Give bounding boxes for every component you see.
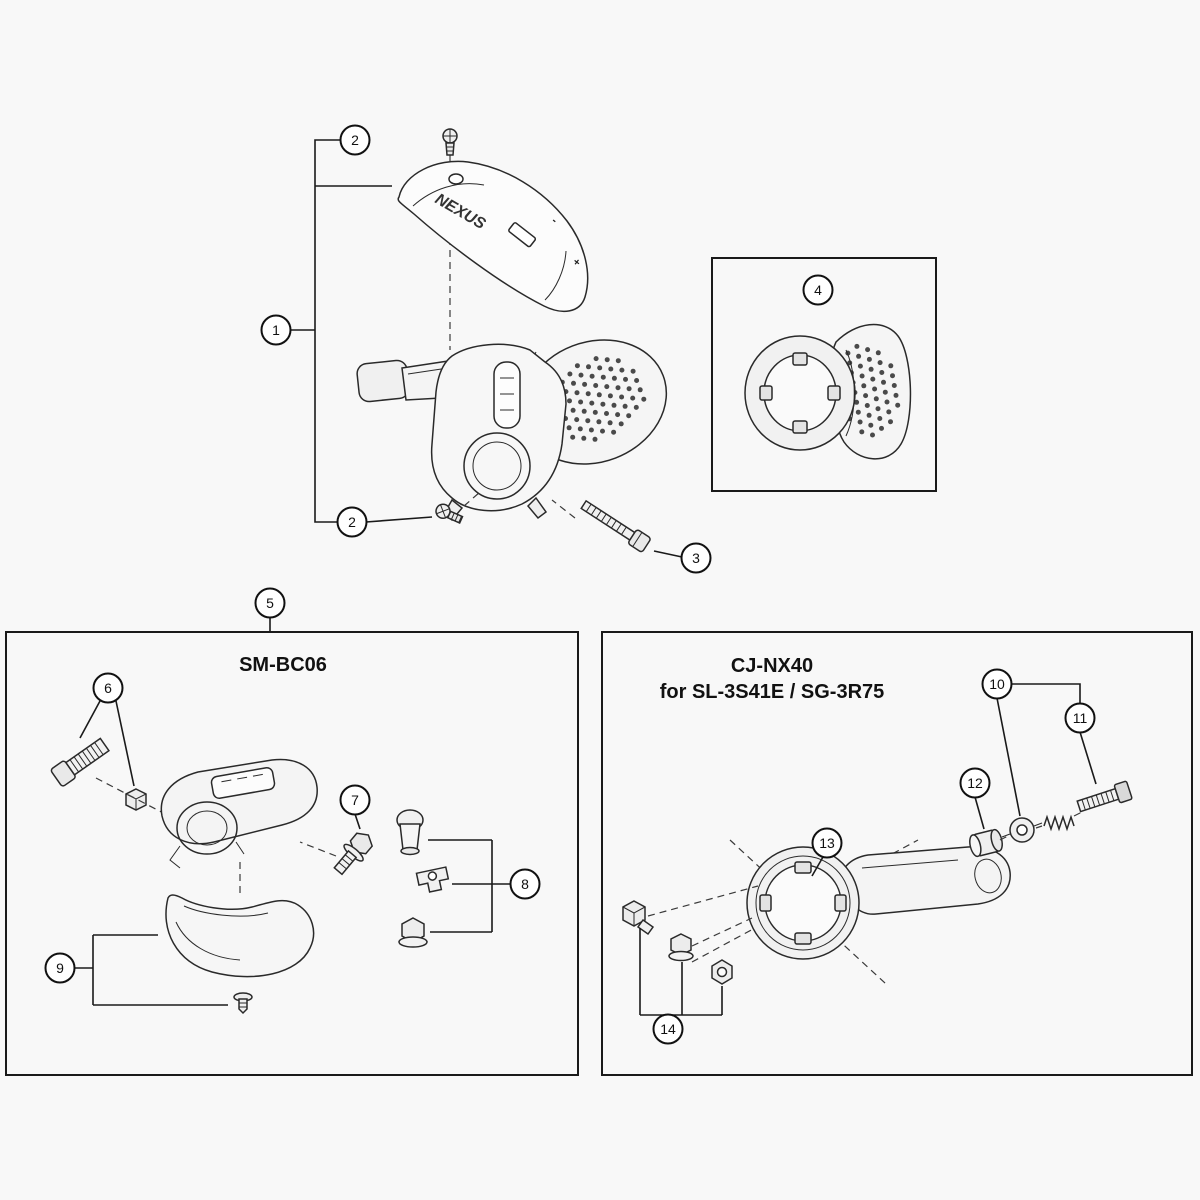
callout-14: 14 bbox=[652, 1013, 684, 1045]
flange-nut bbox=[398, 917, 428, 948]
joint-arm bbox=[840, 846, 1011, 915]
callout-4: 4 bbox=[802, 274, 834, 306]
cover-screw bbox=[233, 992, 253, 1015]
callout-1-2-bracket bbox=[291, 139, 392, 523]
callout-8: 8 bbox=[509, 868, 541, 900]
callout-6-bracket bbox=[79, 700, 135, 787]
callout-13-leader bbox=[811, 856, 824, 877]
callout-8-bracket bbox=[428, 839, 510, 933]
bell-crank-body bbox=[160, 758, 318, 869]
callout-7-leader bbox=[354, 813, 361, 830]
callout-9: 9 bbox=[44, 952, 76, 984]
svg-text:8: 8 bbox=[521, 876, 529, 892]
svg-text:12: 12 bbox=[967, 775, 983, 791]
adjusting-rod bbox=[1076, 780, 1133, 813]
callout-9-bracket bbox=[74, 934, 228, 1006]
fixing-screw-top bbox=[442, 128, 458, 156]
svg-text:7: 7 bbox=[351, 792, 359, 808]
callout-14-bracket bbox=[639, 928, 723, 1016]
clamp-fixing-bolt bbox=[333, 832, 374, 876]
shifter-cover: NEXUS - + bbox=[397, 160, 589, 313]
callout-2b-leader bbox=[365, 516, 433, 523]
callout-3: 3 bbox=[680, 542, 712, 574]
svg-text:3: 3 bbox=[692, 550, 700, 566]
sm-bc06-section: SM-BC06 bbox=[5, 617, 579, 1076]
callout-12-leader bbox=[974, 796, 985, 830]
sm-bc06-box bbox=[5, 631, 579, 1076]
callout-1: 1 bbox=[260, 314, 292, 346]
clamp-bolt bbox=[580, 499, 651, 553]
callout-12: 12 bbox=[959, 767, 991, 799]
joint-pulley bbox=[1001, 817, 1043, 843]
ring-axis-lines bbox=[691, 839, 919, 985]
callout-2-top: 2 bbox=[339, 124, 371, 156]
top-assembly: NEXUS - + bbox=[291, 128, 683, 558]
svg-text:1: 1 bbox=[272, 322, 280, 338]
svg-text:11: 11 bbox=[1073, 710, 1088, 726]
cassette-joint-ring bbox=[746, 846, 860, 960]
right-box-title-line1: CJ-NX40 bbox=[731, 655, 813, 677]
flange-nut-right bbox=[668, 933, 694, 962]
svg-text:10: 10 bbox=[989, 676, 1005, 692]
adjuster-barrel bbox=[50, 737, 110, 787]
callout-10-11-bracket bbox=[996, 683, 1097, 817]
callout-13: 13 bbox=[811, 827, 843, 859]
svg-text:6: 6 bbox=[104, 680, 112, 696]
adjuster-axis-line bbox=[95, 777, 197, 831]
gear-indicator-window bbox=[493, 361, 521, 429]
spring bbox=[1043, 814, 1075, 832]
hex-nut-right bbox=[711, 959, 733, 985]
svg-text:13: 13 bbox=[819, 835, 835, 851]
callouts: 1 2 2 3 4 5 6 7 8 9 10 11 12 13 14 bbox=[44, 124, 1096, 1045]
spare-grip-section bbox=[711, 257, 937, 492]
svg-text:2: 2 bbox=[351, 132, 359, 148]
cj-nx40-box bbox=[601, 631, 1193, 1076]
callout-5: 5 bbox=[254, 587, 286, 619]
svg-text:5: 5 bbox=[266, 595, 274, 611]
adjuster-hex-nut bbox=[125, 788, 147, 811]
spare-grip-box bbox=[711, 257, 937, 492]
callout-3-leader bbox=[653, 550, 683, 558]
logo-plate bbox=[508, 222, 537, 248]
clamp-band bbox=[443, 432, 548, 522]
cj-nx40-section: CJ-NX40 for SL-3S41E / SG-3R75 bbox=[601, 631, 1193, 1076]
callout-10: 10 bbox=[981, 668, 1013, 700]
callout-6: 6 bbox=[92, 672, 124, 704]
fixing-screw-bottom bbox=[435, 503, 464, 525]
pivot-bolt bbox=[622, 900, 655, 936]
callout-2-bottom: 2 bbox=[336, 506, 368, 538]
left-box-title: SM-BC06 bbox=[239, 654, 327, 676]
bushing bbox=[969, 828, 1003, 858]
shift-lever bbox=[356, 359, 410, 403]
spare-grip-part bbox=[744, 323, 912, 460]
bolt-axis-line bbox=[551, 499, 576, 519]
svg-text:4: 4 bbox=[814, 282, 822, 298]
callout-11: 11 bbox=[1064, 702, 1096, 734]
bracket-clip bbox=[415, 866, 450, 893]
cover-minus-mark: - bbox=[549, 215, 560, 227]
callout-7: 7 bbox=[339, 784, 371, 816]
small-part-axes bbox=[999, 811, 1083, 841]
push-rod-bell bbox=[396, 809, 424, 856]
screw-axis-line-2 bbox=[463, 491, 481, 507]
right-box-title-line2: for SL-3S41E / SG-3R75 bbox=[660, 681, 885, 703]
shifter-body bbox=[356, 339, 668, 522]
bottom-cover bbox=[165, 894, 315, 978]
svg-text:9: 9 bbox=[56, 960, 64, 976]
svg-text:14: 14 bbox=[660, 1021, 676, 1037]
bolt-7-axis bbox=[299, 841, 337, 857]
svg-text:2: 2 bbox=[348, 514, 356, 530]
